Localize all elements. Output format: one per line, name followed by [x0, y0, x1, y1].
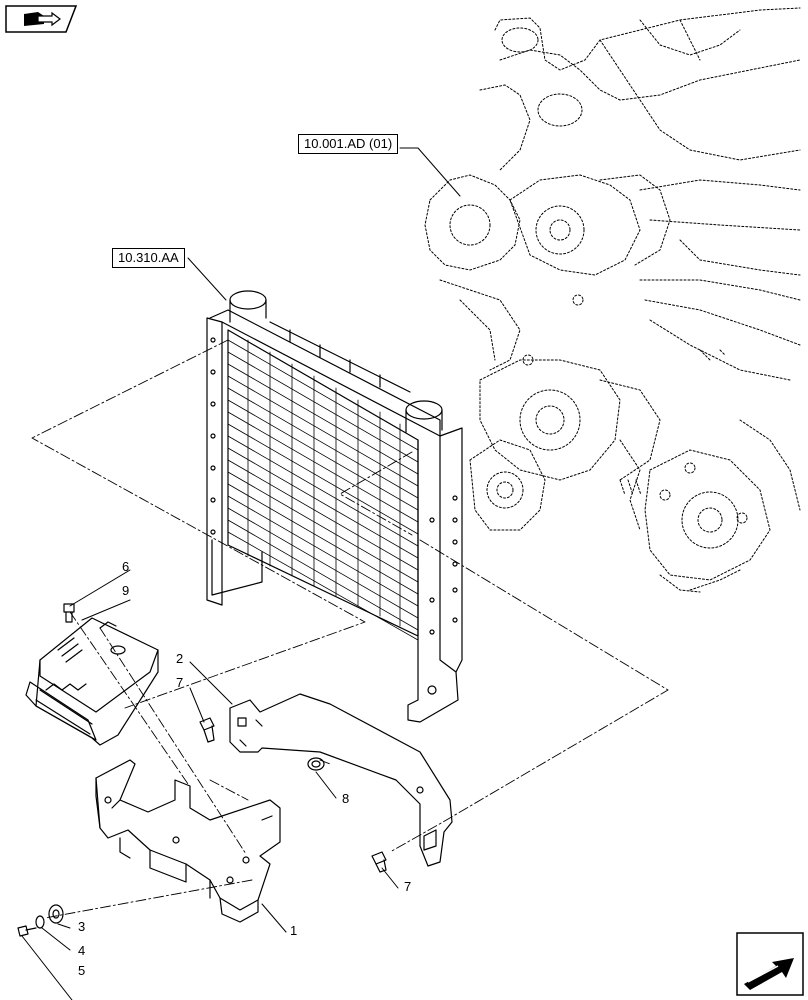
engine-assembly: [424, 7, 801, 593]
ecu-module: [25, 617, 159, 746]
callout-9: 9: [122, 583, 130, 598]
bolt-5: [17, 925, 37, 937]
engine-reference-label[interactable]: 10.001.AD (01): [298, 134, 399, 154]
support-bar: [229, 693, 453, 867]
book-arrow-icon[interactable]: [4, 4, 78, 34]
bolt-7-upper: [199, 717, 215, 743]
callout-7-lower: 7: [404, 879, 412, 894]
bolt-7-lower: [371, 851, 387, 873]
washer-4: [35, 915, 45, 929]
grommet-8: [307, 757, 325, 771]
next-page-arrow-icon[interactable]: [736, 932, 804, 996]
washer-3: [48, 904, 64, 924]
callout-3: 3: [78, 919, 86, 934]
radiator-reference-label[interactable]: 10.310.AA: [112, 248, 185, 268]
callout-8: 8: [342, 791, 350, 806]
bolt-6: [63, 603, 75, 623]
callout-5: 5: [78, 963, 86, 978]
callout-6: 6: [122, 559, 130, 574]
callout-7-upper: 7: [176, 675, 184, 690]
callout-4: 4: [78, 943, 86, 958]
callout-2: 2: [176, 651, 184, 666]
leader-lines: [21, 147, 461, 1000]
alignment-lines: [31, 339, 669, 919]
callout-1: 1: [290, 923, 298, 938]
radiator-assembly: [206, 290, 463, 723]
ecu-bracket: [95, 759, 281, 923]
